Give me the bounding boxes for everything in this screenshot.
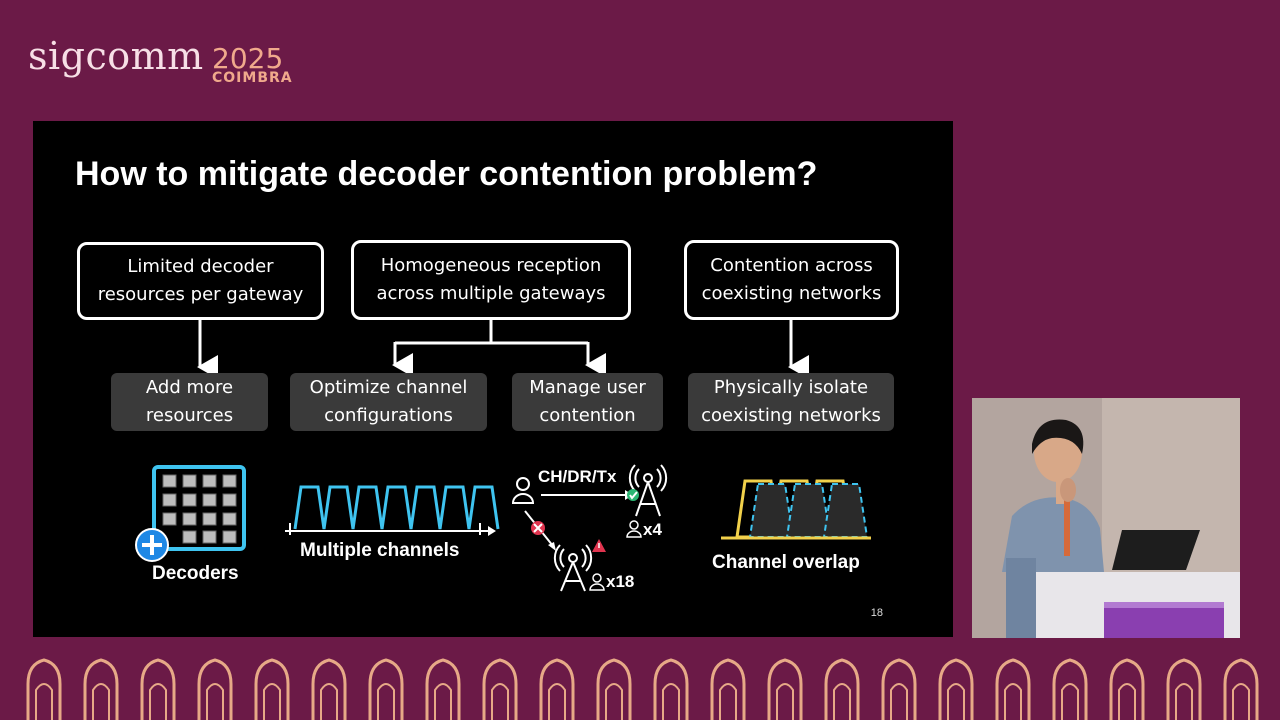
speaker-figure (972, 398, 1240, 638)
logo-year: 2025 (212, 42, 284, 75)
speaker-video (972, 398, 1240, 638)
channel-overlap-icon (721, 479, 871, 540)
solution-line: Add more (145, 377, 234, 398)
solution-optimize-channels: Optimize channel configurations (290, 373, 487, 431)
solution-line: Manage user (529, 377, 646, 398)
solution-add-resources: Add more resources (111, 373, 268, 431)
conference-logo: sigcomm 2025 COIMBRA (28, 28, 298, 88)
problem-line: across multiple gateways (376, 283, 606, 304)
slide-page-number: 18 (870, 607, 883, 619)
problem-line: Homogeneous reception (380, 255, 602, 276)
solution-manage-contention: Manage user contention (512, 373, 663, 431)
problem-box-limited-decoders: Limited decoder resources per gateway (77, 242, 324, 320)
decorative-arch-pattern (26, 658, 1259, 720)
user-contention-icon (511, 464, 668, 592)
caption-x4: x4 (643, 520, 662, 539)
solution-line: Physically isolate (713, 377, 869, 398)
decoders-icon (135, 465, 246, 562)
problem-box-coexisting-networks: Contention across coexisting networks (684, 240, 899, 320)
solution-isolate-networks: Physically isolate coexisting networks (688, 373, 894, 431)
caption-multiple-channels: Multiple channels (300, 540, 460, 561)
flow-connectors (135, 319, 871, 592)
solution-line: contention (539, 405, 636, 426)
caption-ch-dr-tx: CH/DR/Tx (538, 467, 617, 486)
slide-title: How to mitigate decoder contention probl… (75, 155, 818, 193)
logo-wordmark: sigcomm (28, 34, 204, 78)
presentation-slide: How to mitigate decoder contention probl… (33, 121, 953, 637)
solution-line: coexisting networks (701, 405, 881, 426)
logo-city: COIMBRA (212, 70, 293, 86)
multiple-channels-icon (293, 485, 500, 530)
problem-box-homogeneous-reception: Homogeneous reception across multiple gat… (351, 240, 631, 320)
solution-line: Optimize channel (309, 377, 468, 398)
problem-line: resources per gateway (97, 284, 304, 305)
problem-line: Limited decoder (127, 256, 274, 277)
problem-line: Contention across (710, 255, 873, 276)
solution-line: resources (145, 405, 234, 426)
caption-channel-overlap: Channel overlap (712, 552, 860, 573)
problem-line: coexisting networks (701, 283, 882, 304)
caption-x18: x18 (606, 572, 635, 591)
caption-decoders: Decoders (152, 563, 239, 584)
solution-line: configurations (324, 405, 453, 426)
